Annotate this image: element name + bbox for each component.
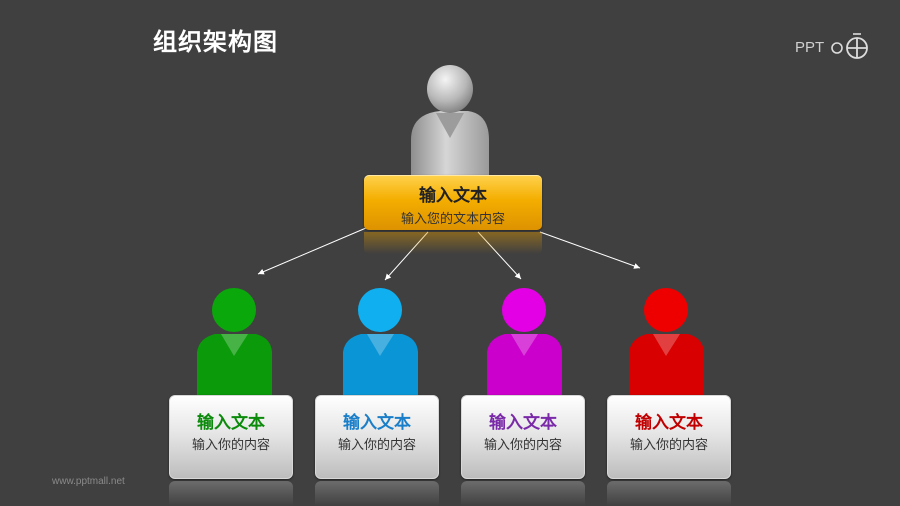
child-node-1: 输入文本 输入你的内容 [169, 395, 293, 479]
ppt-logo: PPT [795, 30, 875, 66]
watermark: www.pptmall.net [52, 476, 125, 487]
child-node-subtitle: 输入你的内容 [483, 438, 562, 453]
connector-lines [257, 227, 641, 281]
child-node-subtitle: 输入你的内容 [191, 438, 270, 453]
child-node-4: 输入文本 输入你的内容 [607, 395, 731, 479]
top-node-reflection [364, 232, 542, 254]
child-node-title: 输入文本 [635, 413, 703, 433]
child-node-3: 输入文本 输入你的内容 [461, 395, 585, 479]
top-node-box: 输入文本 输入您的文本内容 [364, 175, 542, 230]
person-icon-green [197, 288, 272, 395]
card-reflection [315, 481, 439, 506]
child-node-2: 输入文本 输入你的内容 [315, 395, 439, 479]
child-node-subtitle: 输入你的内容 [629, 438, 708, 453]
child-node-title: 输入文本 [489, 413, 557, 433]
connector-4 [539, 231, 641, 269]
person-icon-magenta [487, 288, 562, 395]
svg-text:PPT: PPT [795, 39, 824, 56]
connector-1 [257, 227, 367, 275]
connector-2 [384, 231, 429, 281]
child-node-title: 输入文本 [343, 413, 411, 433]
card-reflection [169, 481, 293, 506]
child-node-subtitle: 输入你的内容 [337, 438, 416, 453]
top-node-subtitle: 输入您的文本内容 [400, 212, 505, 227]
connector-3 [477, 231, 522, 280]
person-icon-red [629, 288, 704, 395]
child-node-title: 输入文本 [197, 413, 265, 433]
card-reflection [607, 481, 731, 506]
card-reflection [461, 481, 585, 506]
top-node-title: 输入文本 [419, 186, 487, 206]
top-person-icon [411, 65, 489, 175]
person-icon-blue [343, 288, 418, 395]
page-title: 组织架构图 [153, 28, 278, 56]
